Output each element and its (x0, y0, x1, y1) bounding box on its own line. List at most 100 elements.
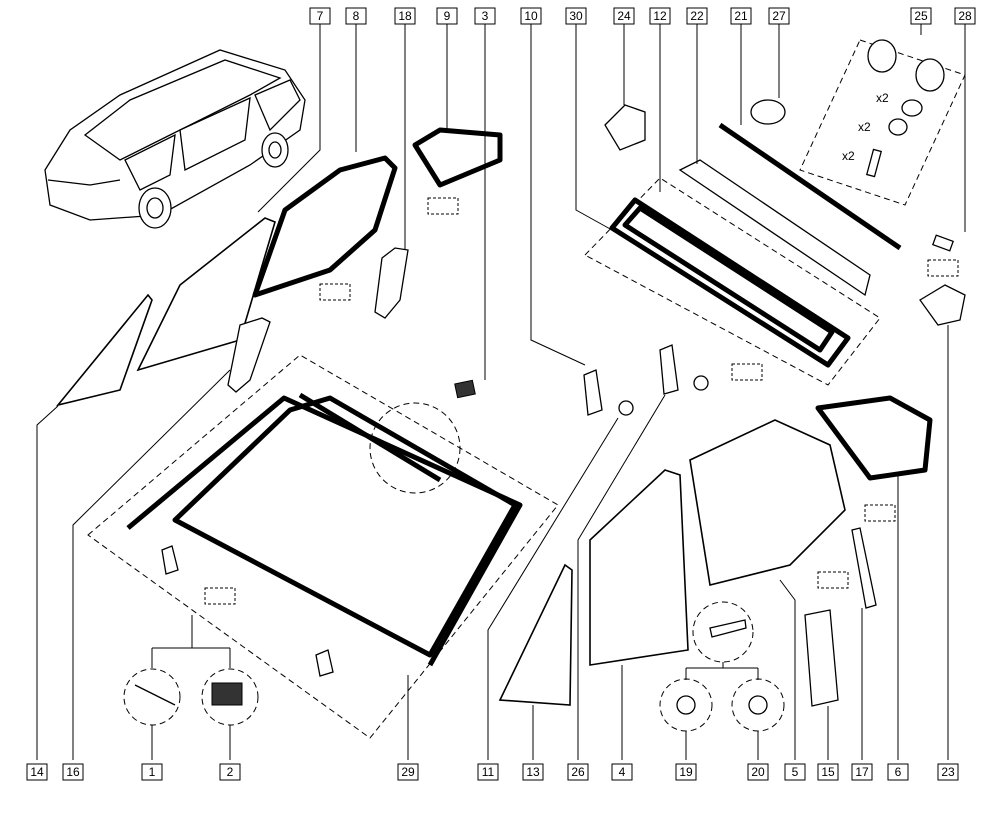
windscreen-seal[interactable] (126, 395, 523, 667)
spacer[interactable] (888, 118, 908, 136)
callout-4[interactable]: 4 (611, 763, 633, 781)
label-sticker-5 (817, 571, 849, 589)
callout-22[interactable]: 22 (686, 7, 708, 25)
door-glass-4[interactable] (589, 469, 689, 666)
callout-label: 18 (398, 9, 412, 23)
windscreen-29[interactable] (172, 395, 518, 658)
callouts-bottom: 14 16 1 2 29 11 13 26 4 19 20 5 15 17 6 … (26, 763, 959, 781)
callout-27[interactable]: 27 (768, 7, 790, 25)
callout-label: 14 (30, 765, 44, 779)
callouts-top: 7 8 18 9 3 10 30 24 12 22 21 27 25 28 (309, 7, 976, 25)
fastener-11[interactable] (618, 400, 634, 416)
label-sticker-8 (319, 283, 351, 301)
pillar-trim-16[interactable] (227, 317, 271, 393)
callout-1[interactable]: 1 (141, 763, 163, 781)
quarter-glass-14[interactable] (55, 293, 153, 407)
callout-16[interactable]: 16 (62, 763, 84, 781)
callout-label: 21 (734, 9, 748, 23)
kit-part-25b[interactable] (915, 58, 945, 92)
callout-label: 23 (941, 765, 955, 779)
callout-label: 4 (619, 765, 626, 779)
callout-label: 5 (792, 765, 799, 779)
washer[interactable] (901, 99, 923, 117)
callout-label: 2 (227, 765, 234, 779)
callout-label: 9 (444, 9, 451, 23)
callout-9[interactable]: 9 (436, 7, 458, 25)
tailgate-glass-group (584, 39, 966, 386)
channel-17[interactable] (851, 527, 877, 609)
callout-label: 7 (317, 9, 324, 23)
callout-30[interactable]: 30 (565, 7, 587, 25)
callout-19[interactable]: 19 (675, 763, 697, 781)
rear-quarter-glass-6[interactable] (815, 395, 933, 481)
callout-8[interactable]: 8 (345, 7, 367, 25)
callout-28[interactable]: 28 (954, 7, 976, 25)
callout-15[interactable]: 15 (817, 763, 839, 781)
door-glass-5[interactable] (689, 419, 846, 586)
label-sticker-28 (927, 259, 959, 277)
callout-label: 8 (353, 9, 360, 23)
grommet-27[interactable] (750, 99, 786, 125)
callout-23[interactable]: 23 (937, 763, 959, 781)
callout-26[interactable]: 26 (567, 763, 589, 781)
regulator-15[interactable] (804, 609, 839, 707)
moulding-26[interactable] (659, 344, 679, 395)
plug-28[interactable] (931, 234, 955, 252)
vent-glass-9[interactable] (412, 127, 503, 188)
spoiler-22[interactable] (678, 159, 871, 297)
quarter-glass-13[interactable] (498, 563, 573, 706)
callout-6[interactable]: 6 (887, 763, 909, 781)
callout-11[interactable]: 11 (477, 763, 499, 781)
callout-2[interactable]: 2 (219, 763, 241, 781)
upper-seal[interactable] (298, 392, 442, 483)
end-cap-23[interactable] (919, 284, 966, 326)
detail-circle-1 (123, 668, 181, 726)
rear-side-glass-8[interactable] (252, 155, 398, 298)
callout-24[interactable]: 24 (613, 7, 635, 25)
callout-13[interactable]: 13 (522, 763, 544, 781)
spoiler-seal-21[interactable] (718, 122, 902, 251)
label-sticker-6 (864, 504, 896, 522)
screw[interactable] (865, 148, 883, 178)
clip-3[interactable] (454, 379, 476, 399)
callout-10[interactable]: 10 (520, 7, 542, 25)
end-cap-24[interactable] (604, 104, 646, 151)
callout-3[interactable]: 3 (474, 7, 496, 25)
windscreen-clip-right[interactable] (315, 649, 334, 677)
leader-lines (36, 22, 966, 760)
callout-label: 22 (690, 9, 704, 23)
bolt[interactable] (709, 619, 747, 638)
callout-18[interactable]: 18 (394, 7, 416, 25)
callout-21[interactable]: 21 (730, 7, 752, 25)
callout-label: 27 (772, 9, 786, 23)
callout-label: 1 (149, 765, 156, 779)
pillar-trim-18[interactable] (374, 247, 409, 319)
callout-7[interactable]: 7 (309, 7, 331, 25)
trim-10[interactable] (583, 369, 603, 416)
detail-circle-bolt (692, 601, 754, 663)
side-glass-group-left (55, 127, 503, 407)
vehicle-overview (44, 49, 306, 229)
quantity-note: x2 (842, 149, 855, 163)
callout-14[interactable]: 14 (26, 763, 48, 781)
kit-part-25a[interactable] (867, 39, 897, 73)
callout-label: 6 (895, 765, 902, 779)
callout-17[interactable]: 17 (851, 763, 873, 781)
windscreen-clip-left[interactable] (161, 545, 179, 575)
callout-5[interactable]: 5 (784, 763, 806, 781)
callout-label: 3 (482, 9, 489, 23)
fastener-26b[interactable] (693, 375, 709, 391)
callout-25[interactable]: 25 (910, 7, 932, 25)
label-sticker-29 (204, 587, 236, 605)
callout-label: 10 (524, 9, 538, 23)
quantity-note: x2 (876, 91, 889, 105)
callout-label: 13 (526, 765, 540, 779)
callout-label: 19 (679, 765, 693, 779)
tailgate-glass-30[interactable] (622, 205, 835, 353)
callout-29[interactable]: 29 (397, 763, 419, 781)
callout-label: 25 (914, 9, 928, 23)
callout-label: 24 (617, 9, 631, 23)
callout-12[interactable]: 12 (649, 7, 671, 25)
label-sticker-9 (427, 197, 459, 215)
callout-20[interactable]: 20 (747, 763, 769, 781)
